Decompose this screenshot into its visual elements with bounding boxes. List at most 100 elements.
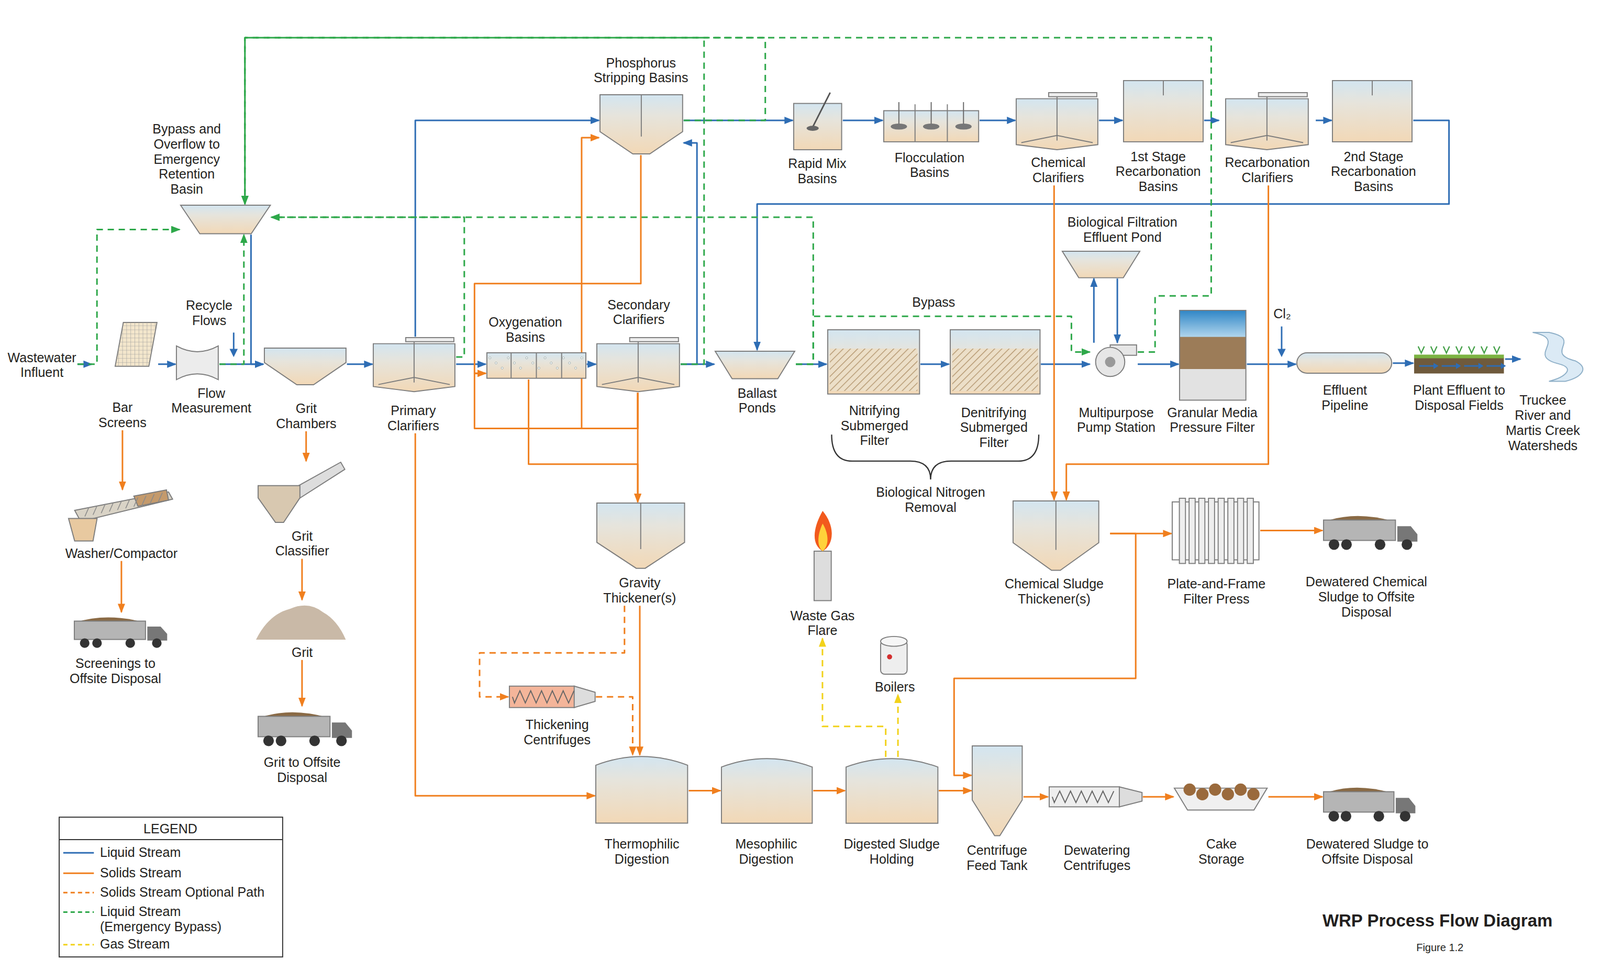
figure-caption: Figure 1.2 (1416, 941, 1464, 954)
diagram-title: WRP Process Flow Diagram (1322, 910, 1553, 931)
unit-label: Denitrifying Submerged Filter (952, 405, 1035, 451)
process-unit: Grit Classifier (257, 461, 346, 560)
unit-icon (1173, 780, 1269, 811)
unit-label: Bar Screens (91, 400, 153, 431)
unit-icon (485, 351, 587, 380)
unit-label: Granular Media Pressure Filter (1163, 405, 1262, 436)
process-unit: Grit to Offsite Disposal (246, 706, 359, 786)
process-unit: Recarbonation Clarifiers (1218, 91, 1316, 186)
flow-line (1204, 119, 1219, 122)
flow-line (1247, 363, 1297, 365)
unit-icon (257, 706, 353, 748)
unit-label: Rapid Mix Basins (783, 156, 852, 187)
unit-label: Flocculation Basins (889, 150, 971, 181)
process-unit: 2nd Stage Recarbonation Basins (1331, 79, 1414, 143)
unit-label: Truckee River and Martis Creek Watershed… (1503, 392, 1583, 453)
flow-line (120, 561, 122, 613)
process-unit: Denitrifying Submerged Filter (949, 328, 1041, 396)
flow-line (479, 605, 625, 697)
unit-icon (1048, 782, 1143, 812)
unit-label: Screenings to Offsite Disposal (59, 656, 172, 687)
process-unit: Ballast Ponds (714, 350, 796, 381)
unit-icon (254, 600, 347, 641)
process-unit: Dewatered Chemical Sludge to Offsite Dis… (1322, 509, 1419, 551)
process-unit: Thermophilic Digestion (594, 754, 689, 825)
unit-label: Thickening Centrifuges (508, 717, 606, 748)
flow-line (1315, 119, 1332, 122)
unit-icon (1413, 343, 1505, 375)
flow-line (250, 234, 263, 365)
process-unit: Digested Sludge Holding (845, 757, 939, 825)
process-unit: Cake Storage (1173, 780, 1269, 811)
process-unit: Oxygenation Basins (485, 351, 587, 380)
flow-line (1098, 119, 1123, 122)
flow-line (822, 638, 886, 758)
unit-label: Thermophilic Digestion (593, 836, 691, 868)
flow-line (1268, 796, 1323, 798)
process-unit: Grit (254, 600, 347, 661)
unit-label: Flow Measurement (165, 385, 258, 417)
unit-icon (1322, 509, 1419, 551)
flow-line (595, 696, 633, 755)
unit-label: Plate-and-Frame Filter Press (1160, 576, 1273, 607)
unit-icon (179, 204, 272, 235)
unit-label: Digested Sludge Holding (838, 836, 946, 868)
unit-label: Mesophilic Digestion (723, 836, 810, 868)
flow-line (528, 379, 639, 503)
flow-line (953, 533, 1136, 776)
process-unit: Screenings to Offsite Disposal (59, 612, 172, 687)
unit-label: Dewatered Chemical Sludge to Offsite Dis… (1300, 574, 1433, 620)
unit-label: Bypass and Overflow to Emergency Retenti… (147, 121, 227, 197)
unit-label: Primary Clarifiers (374, 403, 452, 434)
unit-label: Dewatered Sludge to Offsite Disposal (1295, 836, 1439, 868)
unit-label: Phosphorus Stripping Basins (585, 55, 696, 86)
flow-line (415, 120, 599, 337)
flow-line (1053, 185, 1055, 500)
unit-label: Dewatering Centrifuges (1048, 842, 1146, 874)
process-unit: Thickening Centrifuges (508, 681, 597, 713)
annotation: Recycle Flows (178, 297, 240, 329)
flow-line (1023, 796, 1049, 798)
process-unit: Multipurpose Pump Station (1090, 342, 1139, 378)
unit-icon (949, 328, 1041, 396)
process-unit: Bypass and Overflow to Emergency Retenti… (179, 204, 272, 235)
flow-line (245, 37, 766, 205)
unit-label: Grit (276, 645, 328, 661)
unit-icon (882, 100, 980, 143)
unit-label: Nitrifying Submerged Filter (834, 403, 915, 449)
unit-label: Washer/Compactor (49, 546, 193, 562)
flow-line (1116, 278, 1119, 343)
flow-line (301, 660, 303, 707)
unit-label: Secondary Clarifiers (597, 297, 680, 328)
unit-label: Grit Classifier (266, 528, 338, 560)
flow-line (158, 363, 176, 365)
unit-icon (73, 612, 169, 649)
process-unit: Nitrifying Submerged Filter (826, 328, 921, 396)
unit-label: Centrifuge Feed Tank (960, 842, 1034, 874)
unit-icon (879, 634, 909, 676)
flow-line (813, 790, 846, 792)
unit-icon (792, 91, 843, 151)
unit-icon (595, 336, 681, 393)
unit-label: Waste Gas Flare (784, 608, 861, 639)
flow-line (1392, 362, 1414, 364)
unit-icon (594, 754, 689, 825)
unit-icon (1061, 250, 1141, 280)
unit-label: Biological Filtration Effluent Pond (1060, 214, 1185, 246)
process-unit: Gravity Thickener(s) (595, 502, 686, 606)
process-unit: Biological Filtration Effluent Pond (1061, 250, 1141, 280)
legend-text: Liquid Stream (100, 845, 279, 861)
process-unit: Waste Gas Flare (784, 509, 861, 639)
unit-icon (971, 745, 1024, 837)
unit-icon (257, 461, 346, 525)
legend-sample (63, 943, 94, 946)
flow-line (1137, 363, 1179, 365)
flow-line (1040, 363, 1091, 365)
text-node: Wastewater Influent (6, 350, 78, 381)
unit-icon (1520, 331, 1579, 383)
legend-text: Gas Stream (100, 936, 279, 952)
legend-text: Liquid Stream (Emergency Bypass) (100, 904, 228, 935)
legend-text: Solids Stream (100, 865, 279, 881)
unit-icon (720, 757, 814, 825)
unit-icon (845, 757, 939, 825)
